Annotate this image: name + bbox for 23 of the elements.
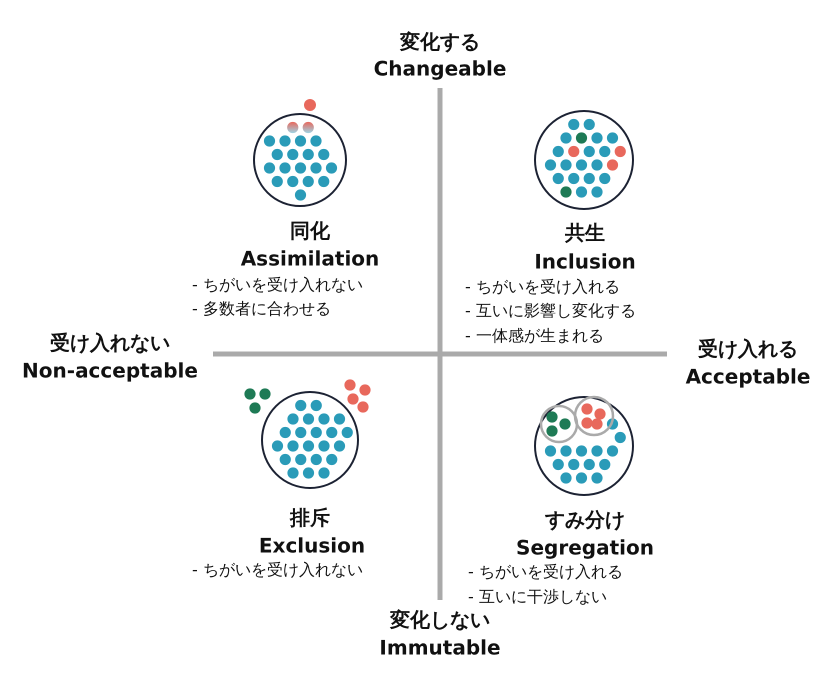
axis-label: Acceptable [686, 366, 810, 388]
bullet-text: - ちがいを受け入れない [192, 276, 363, 294]
quadrant-title: Assimilation [240, 248, 380, 270]
quadrant-title: 同化 [290, 220, 330, 242]
axis-label: 受け入れる [698, 338, 798, 360]
bullet-text: - 互いに干渉しない [468, 588, 607, 606]
axis-label: Non-acceptable [22, 360, 198, 382]
quadrant-title: Inclusion [534, 250, 636, 274]
axis-label: 変化する [400, 30, 480, 54]
quadrant-title: すみ分け [545, 508, 625, 532]
bullet-text: - 一体感が生まれる [465, 326, 604, 346]
axis-label: 変化しない [390, 608, 490, 632]
quadrant-title: Segregation [516, 536, 654, 560]
axis-label: 受け入れない [50, 332, 170, 354]
bullet-text: - ちがいを受け入れる [465, 278, 620, 296]
bullet-text: - 互いに影響し変化する [465, 302, 636, 320]
bullet-text: - ちがいを受け入れる [468, 562, 623, 582]
bullet-text: - 多数者に合わせる [192, 300, 331, 318]
bullet-text: - ちがいを受け入れない [192, 560, 363, 580]
quadrant-title: 共生 [565, 222, 605, 244]
axis-label: Changeable [374, 58, 506, 80]
quadrant-title: Exclusion [258, 534, 366, 558]
quadrant-title: 排斥 [290, 506, 330, 530]
